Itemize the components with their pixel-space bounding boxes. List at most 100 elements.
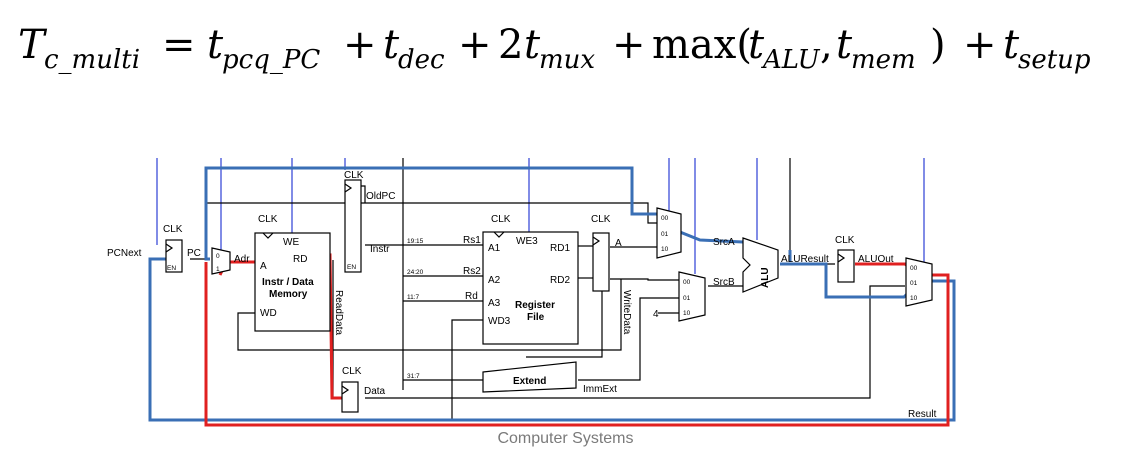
- srca-label: SrcA: [713, 237, 735, 248]
- eq-comma: ,: [820, 22, 833, 68]
- alu: [742, 237, 779, 293]
- mem-title-1: Instr / Data: [262, 277, 314, 288]
- mem-title-2: Memory: [269, 289, 308, 300]
- srcb-mux-01: 01: [683, 295, 691, 302]
- eq-mem-var: t: [836, 22, 853, 68]
- aluout-register: [837, 249, 855, 283]
- bits-19-15: 19:15: [407, 238, 424, 245]
- adr-mux: [211, 247, 231, 275]
- srcb-mux-10: 10: [683, 310, 691, 317]
- data-register: [341, 381, 359, 413]
- eq-t3-var: t: [524, 22, 541, 68]
- instr-register: [344, 179, 362, 273]
- rs1-label: Rs1: [463, 235, 481, 246]
- srca-mux: [656, 207, 682, 259]
- eq-t2-var: t: [383, 22, 400, 68]
- oldpc-label: OldPC: [366, 191, 395, 202]
- eq-max-label: max(: [652, 22, 752, 68]
- immext-label: ImmExt: [583, 384, 617, 395]
- extend-label: Extend: [513, 376, 546, 387]
- mem-wd-label: WD: [260, 308, 277, 319]
- rf-rd2-label: RD2: [550, 275, 570, 286]
- areg-a-label: A: [615, 238, 622, 249]
- eq-t3-coef: 2: [498, 22, 523, 68]
- adr-label: Adr: [234, 254, 250, 265]
- pcnext-label: PCNext: [107, 248, 142, 259]
- srcb-mux-00: 00: [683, 279, 691, 286]
- eq-plus-4: +: [963, 22, 997, 68]
- result-mux-01: 01: [910, 280, 918, 287]
- eq-plus-3: +: [612, 22, 646, 68]
- result-mux: [905, 257, 933, 307]
- pc-label: PC: [187, 248, 201, 259]
- alu-label: ALU: [760, 267, 771, 288]
- eq-plus-2: +: [458, 22, 492, 68]
- eq-t3-sub: mux: [539, 45, 595, 75]
- register-file: [482, 231, 579, 345]
- a-writedata-register: [592, 232, 610, 292]
- rf-clk-label: CLK: [491, 214, 511, 225]
- extend-unit: [482, 361, 577, 393]
- aluresult-label: ALUResult: [781, 254, 829, 265]
- rf-wd3-label: WD3: [488, 316, 511, 327]
- srca-mux-01: 01: [661, 231, 669, 238]
- pc-clk-label: CLK: [163, 224, 183, 235]
- eq-setup-sub: setup: [1018, 45, 1091, 75]
- rf-a3-label: A3: [488, 298, 501, 309]
- eq-t1-sub: pcq_PC: [222, 45, 320, 75]
- control-signal-lines: [156, 158, 925, 274]
- rf-we3-label: WE3: [516, 236, 538, 247]
- eq-max-close: ): [930, 22, 946, 68]
- rd-reg-label: Rd: [465, 291, 478, 302]
- eq-mem-sub: mem: [851, 45, 916, 75]
- eq-t1-var: t: [207, 22, 224, 68]
- four-constant: 4: [653, 309, 659, 320]
- adr-mux-1: 1: [216, 266, 220, 273]
- data-clk-label: CLK: [342, 366, 362, 377]
- blue-highlight-path: [148, 166, 956, 422]
- eq-t2-sub: dec: [398, 45, 445, 75]
- srca-mux-00: 00: [661, 215, 669, 222]
- instr-label: Instr: [370, 244, 390, 255]
- eq-plus-1: +: [343, 22, 377, 68]
- areg-clk-label: CLK: [591, 214, 611, 225]
- mem-clk-label: CLK: [258, 214, 278, 225]
- instr-en-label: EN: [347, 264, 356, 271]
- mem-rd-label: RD: [293, 254, 307, 265]
- rs2-label: Rs2: [463, 266, 481, 277]
- mem-we-label: WE: [283, 237, 299, 248]
- result-mux-00: 00: [910, 265, 918, 272]
- bits-24-20: 24:20: [407, 269, 424, 276]
- srca-mux-10: 10: [661, 246, 669, 253]
- bits-31-7: 31:7: [407, 373, 420, 380]
- instr-data-memory: [254, 232, 331, 332]
- srcb-label: SrcB: [713, 277, 735, 288]
- instr-clk-label: CLK: [344, 170, 364, 181]
- result-label: Result: [908, 409, 937, 420]
- pc-en-label: EN: [167, 265, 176, 272]
- rf-rd1-label: RD1: [550, 243, 570, 254]
- multicycle-datapath-diagram: CLK EN PCNext PC 0 1 Adr CLK WE RD A Ins…: [107, 158, 956, 427]
- mem-a-label: A: [260, 261, 267, 272]
- eq-alu-var: t: [748, 22, 765, 68]
- aluout-label: ALUOut: [858, 254, 894, 265]
- footer-caption: Computer Systems: [497, 430, 634, 447]
- eq-lhs-var: T: [18, 22, 48, 68]
- result-mux-10: 10: [910, 295, 918, 302]
- writedata-label: WriteData: [621, 290, 632, 335]
- rf-a1-label: A1: [488, 243, 501, 254]
- rf-title-2: File: [527, 312, 545, 323]
- readdata-label: ReadData: [333, 290, 344, 335]
- timing-equation: T c_multi = t pcq_PC + t dec + 2 t mux +…: [18, 22, 1091, 75]
- adr-mux-0: 0: [216, 253, 220, 260]
- eq-lhs-sub: c_multi: [44, 45, 140, 75]
- data-label: Data: [364, 386, 386, 397]
- rf-a2-label: A2: [488, 275, 501, 286]
- eq-setup-var: t: [1003, 22, 1020, 68]
- eq-equals: =: [162, 22, 196, 68]
- pc-register: [165, 239, 183, 273]
- rf-title-1: Register: [515, 300, 555, 311]
- eq-alu-sub: ALU: [761, 45, 821, 75]
- bits-11-7: 11:7: [407, 294, 420, 301]
- aluout-clk-label: CLK: [835, 235, 855, 246]
